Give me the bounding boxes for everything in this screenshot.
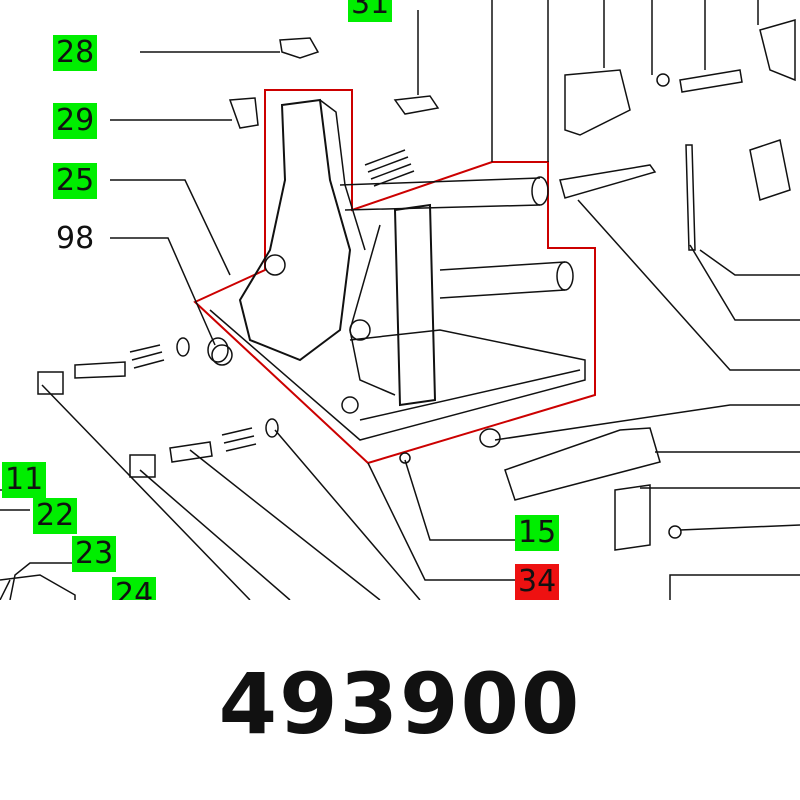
assembly-outline — [193, 89, 596, 465]
callout-15[interactable]: 15 — [515, 515, 560, 551]
callout-22[interactable]: 22 — [33, 498, 78, 534]
parts-drawing — [0, 0, 800, 600]
callout-98[interactable]: 98 — [56, 221, 95, 256]
callout-31[interactable]: 31 — [348, 0, 393, 22]
callout-34[interactable]: 34 — [515, 564, 560, 600]
callout-28[interactable]: 28 — [53, 35, 98, 71]
callout-25[interactable]: 25 — [53, 163, 98, 199]
callout-24[interactable]: 24 — [112, 577, 157, 600]
callout-29[interactable]: 29 — [53, 103, 98, 139]
callout-23[interactable]: 23 — [72, 536, 117, 572]
exploded-parts-diagram: 31 28 29 25 98 11 22 23 24 15 34 — [0, 0, 800, 600]
callout-11[interactable]: 11 — [2, 462, 47, 498]
part-number: 493900 — [218, 655, 582, 753]
